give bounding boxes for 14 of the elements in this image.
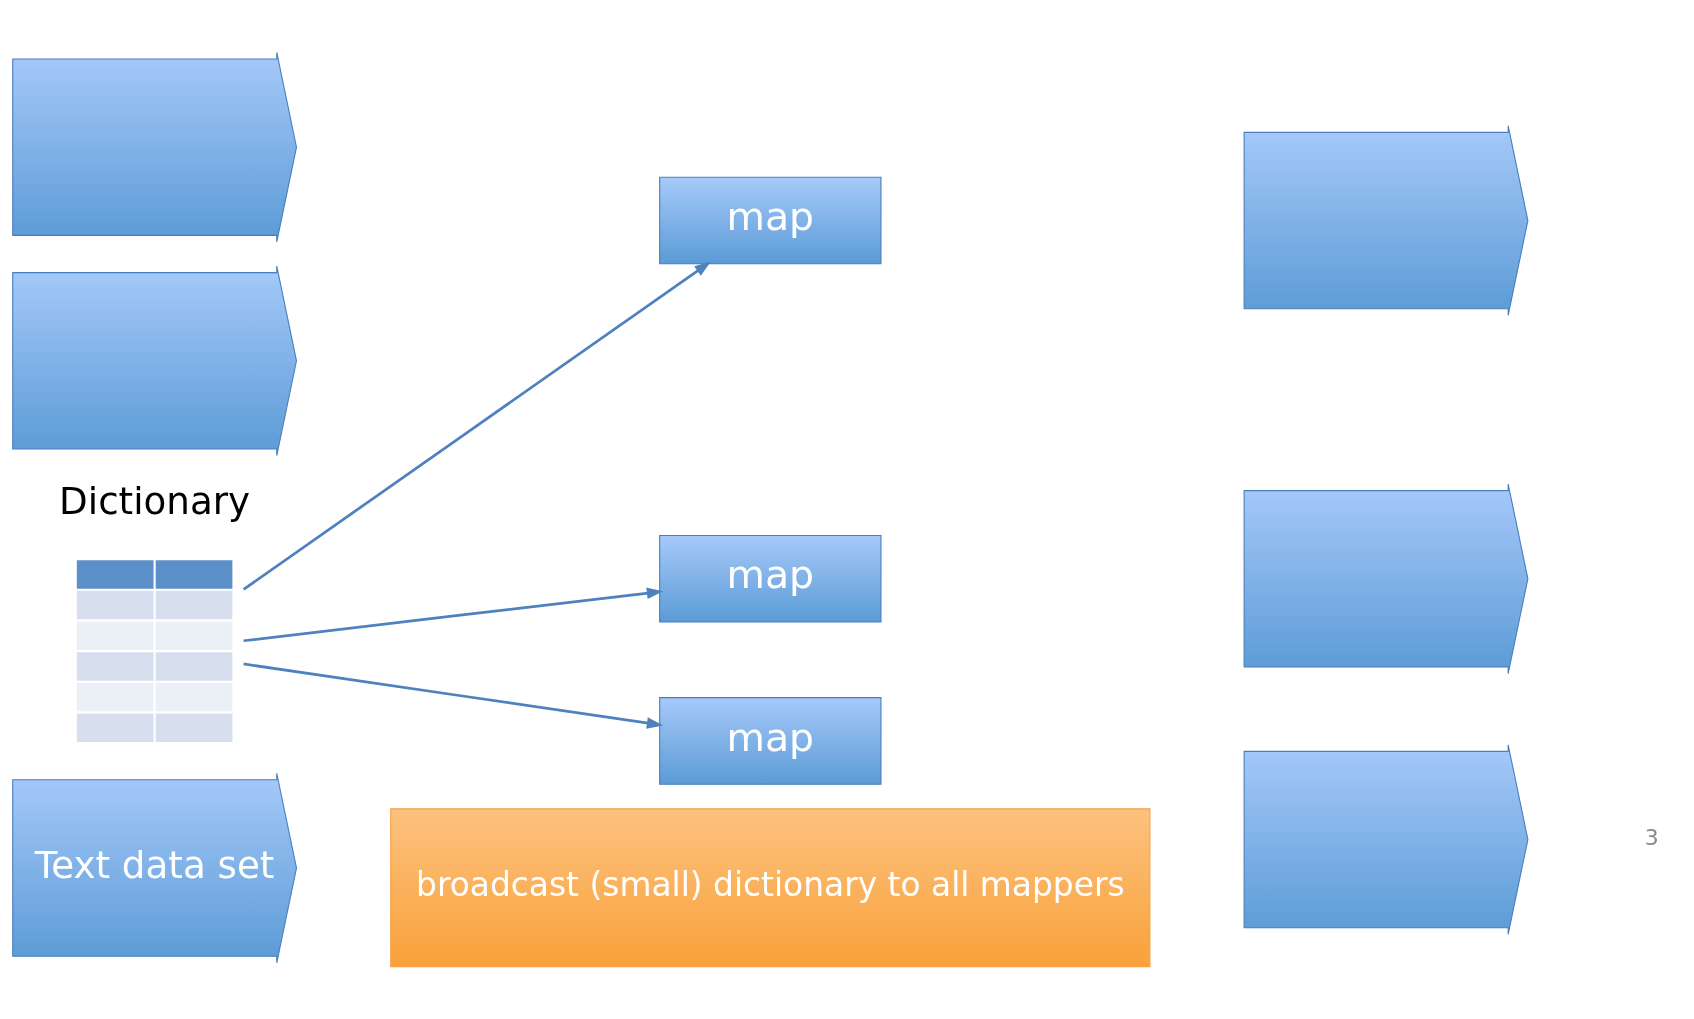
- node-arrow: [1243, 483, 1529, 675]
- node-box: map: [659, 534, 882, 623]
- node-box: broadcast (small) dictionary to all mappers: [390, 808, 1151, 968]
- arrow: [243, 587, 664, 643]
- arrow: [242, 261, 711, 591]
- node-box: map: [659, 697, 882, 785]
- arrow: [243, 662, 664, 729]
- node-box: map: [659, 176, 882, 265]
- label: 3: [1644, 825, 1659, 851]
- node-arrow: [12, 51, 298, 243]
- node-arrow: [1243, 125, 1529, 316]
- node-arrow: [12, 265, 298, 457]
- node-arrow: [1243, 744, 1529, 935]
- node-label: Dictionary: [59, 478, 251, 523]
